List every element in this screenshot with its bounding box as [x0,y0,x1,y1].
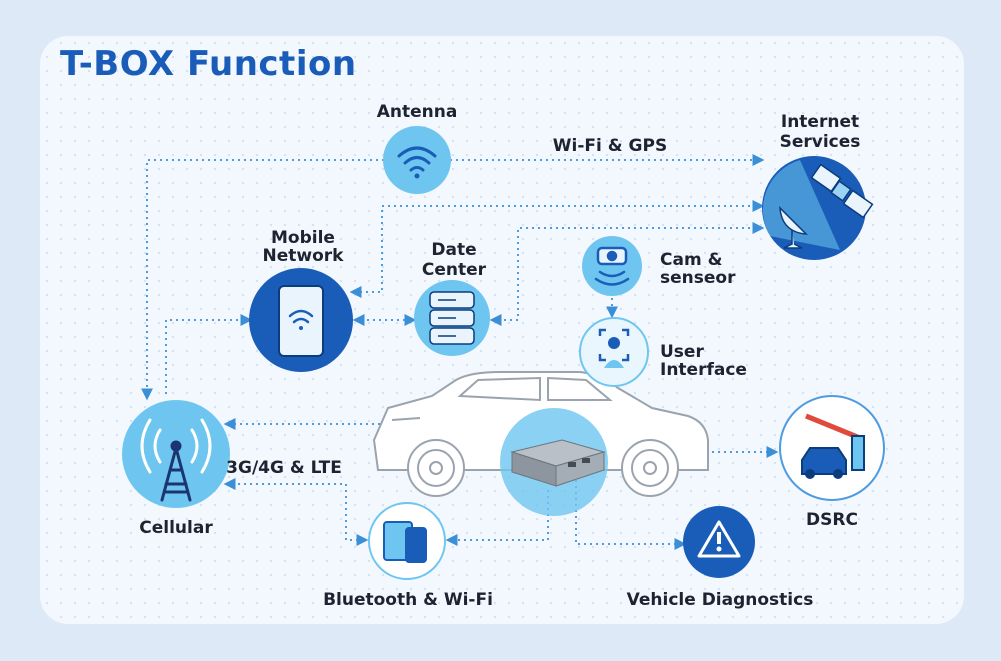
dsrc-label: DSRC [806,510,858,530]
cell-tower-icon [140,418,212,502]
internet-label-line2: Services [779,132,861,152]
camera-icon [594,246,630,286]
satellite-dish-icon [779,206,808,249]
mobile-network-label-line2: Network [262,246,344,266]
link-internet-to-datacenter [489,222,765,326]
mobile-network-node [249,268,353,372]
link-cellular-to-bluetooth [223,478,369,546]
user-interface-node [579,317,649,387]
link-antenna-to-cellular [141,159,384,401]
antenna-label: Antenna [376,102,458,122]
warning-icon [697,520,741,558]
user-scan-icon [598,328,630,362]
antenna-node [383,126,451,194]
cellular-label: Cellular [139,518,213,538]
cam-sensor-label-line1: Cam & [660,250,723,270]
mobile-network-label-line1: Mobile [271,228,335,248]
data-center-node [414,280,490,356]
user-interface-label-line1: User [660,342,704,362]
diagram-card [40,36,964,624]
diagram-title: T-BOX Function [60,44,357,84]
link-internet-to-mobile [349,200,765,298]
tbox-device-icon [510,439,606,487]
cam-sensor-label-line2: senseor [660,268,736,288]
vehicle-diagnostics-node [683,506,755,578]
wifi-icon [397,146,437,179]
data-center-label-line2: Center [421,260,487,280]
internet-label-line1: Internet [780,112,860,132]
devices-icon [383,521,427,563]
phone-wifi-icon [288,309,314,330]
cellular-link-label: 3G/4G & LTE [226,458,342,478]
cam-sensor-node [582,236,642,296]
bluetooth-wifi-node [368,502,446,580]
dsrc-node [779,395,885,501]
bluetooth-wifi-label: Bluetooth & Wi-Fi [323,590,493,610]
database-icon [429,291,475,345]
toll-gate-icon [801,413,865,479]
wifi-gps-label: Wi-Fi & GPS [552,136,668,156]
internet-services-node [762,156,874,260]
link-device-to-bluetooth [445,490,549,546]
data-center-label-line1: Date [431,240,477,260]
vehicle-diagnostics-label: Vehicle Diagnostics [626,590,814,610]
cellular-node [122,400,230,508]
tbox-device-node [500,408,608,516]
link-mobile-to-cellular [165,314,253,398]
user-interface-label-line2: Interface [660,360,747,380]
satellite-icon [810,163,874,219]
